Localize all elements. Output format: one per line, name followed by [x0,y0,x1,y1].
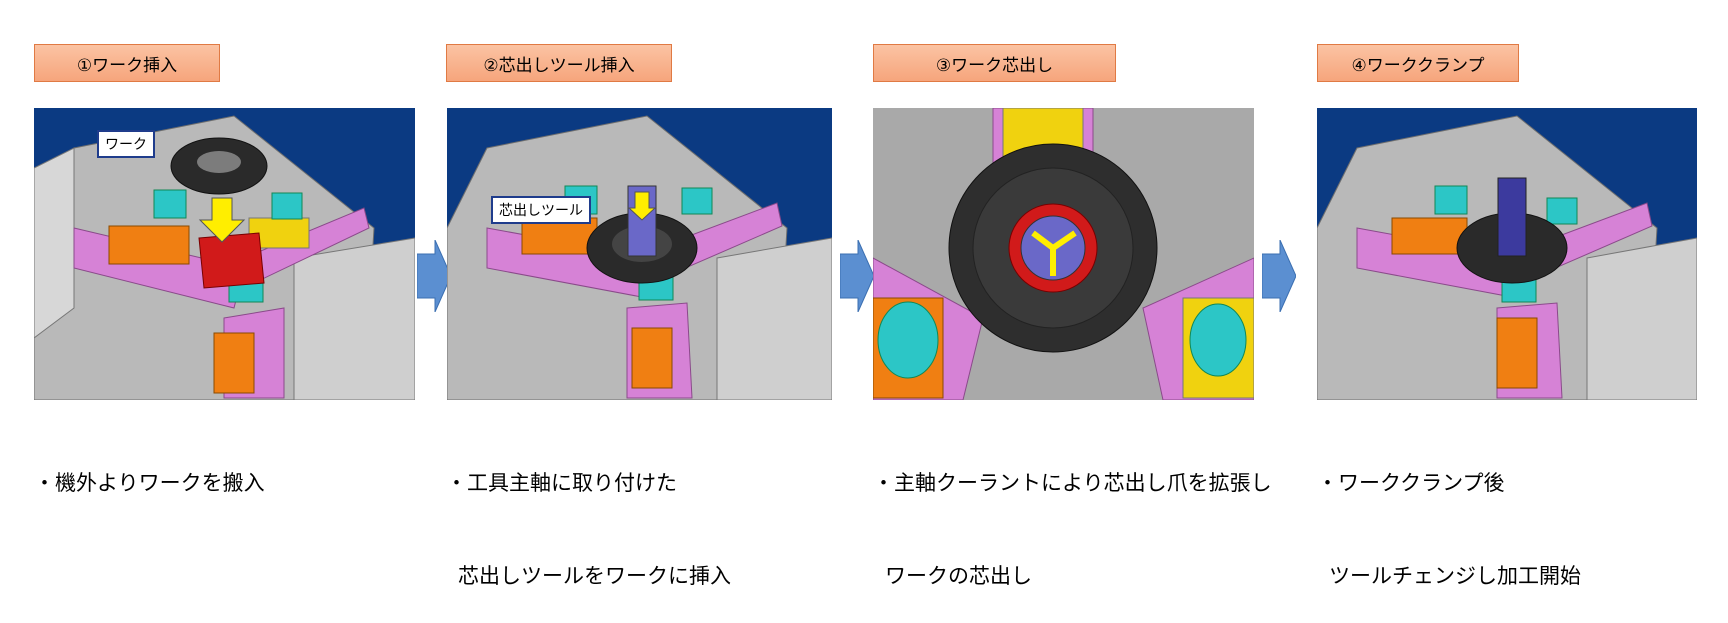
step-1-image [34,108,415,400]
step-1-label: ①ワーク挿入 [34,44,220,82]
step-4-description: ・ワーククランプ後 ツールチェンジし加工開始 [1317,406,1581,623]
step-3-description: ・主軸クーラントにより芯出し爪を拡張し ワークの芯出し [873,406,1272,623]
arrow-1-icon [417,240,451,312]
step-3-label: ③ワーク芯出し [873,44,1116,82]
step-2-description-line-1: ・工具主軸に取り付けた [446,471,677,495]
step-3-description-line-1: ・主軸クーラントにより芯出し爪を拡張し [873,471,1272,495]
step-4-description-line-2: ツールチェンジし加工開始 [1329,564,1581,588]
step-3-image [873,108,1254,400]
step-2-description-line-2: 芯出しツールをワークに挿入 [458,564,731,588]
step-2-label: ②芯出しツール挿入 [446,44,672,82]
arrow-2-icon [840,240,874,312]
step-2-image [447,108,832,400]
callout-workpiece: ワーク [97,130,155,158]
step-2-description: ・工具主軸に取り付けた 芯出しツールをワークに挿入 [446,406,731,623]
step-4-image [1317,108,1697,400]
arrow-3-icon [1262,240,1296,312]
step-4-description-line-1: ・ワーククランプ後 [1317,471,1505,495]
callout-centering-tool: 芯出しツール [491,196,591,224]
step-1-description-line-1: ・機外よりワークを搬入 [34,471,265,495]
step-4-label: ④ワーククランプ [1317,44,1519,82]
step-3-description-line-2: ワークの芯出し [885,564,1032,588]
step-1-description: ・機外よりワークを搬入 [34,406,265,530]
